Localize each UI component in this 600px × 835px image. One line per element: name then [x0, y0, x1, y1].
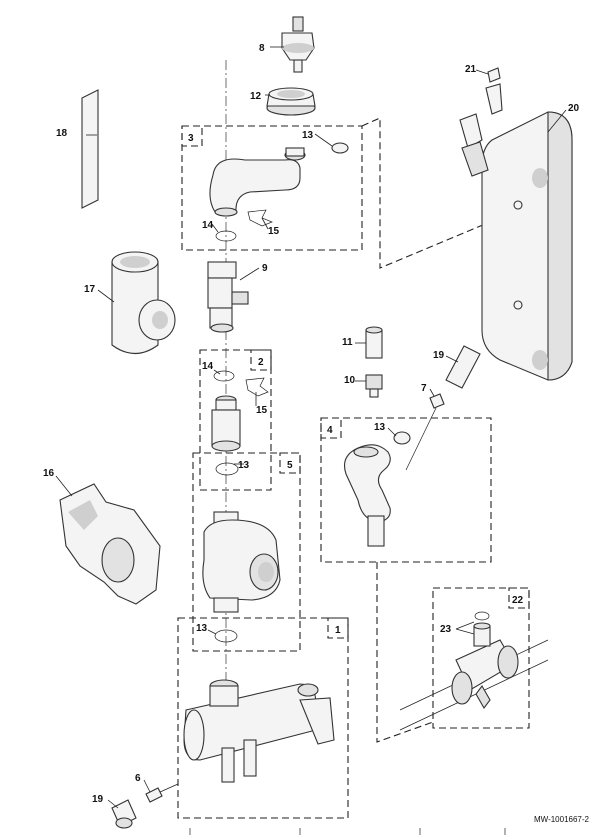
label-part-14-lower: 14	[202, 361, 214, 372]
part-12-valve-seat	[266, 87, 316, 116]
part-8-air-vent	[281, 16, 315, 73]
part-labels: 3 2 5 1 4 22 8 12 13 14 15 9 18 17 14 15…	[43, 43, 580, 805]
label-part-18: 18	[56, 128, 68, 139]
bottom-ruler-ticks	[189, 828, 506, 835]
label-part-13-group4: 13	[374, 422, 386, 433]
part-20-plate-heat-exchanger	[481, 111, 573, 381]
part-16-insulation-shell	[59, 483, 161, 605]
part-4-hydraulic-pipe	[343, 444, 391, 547]
clip-15-top	[247, 209, 273, 227]
label-group-22: 22	[512, 595, 524, 606]
label-part-21: 21	[465, 64, 477, 75]
label-part-10: 10	[344, 375, 356, 386]
label-part-13-lower: 13	[196, 623, 208, 634]
label-part-19-bottom: 19	[92, 794, 104, 805]
clip-15-lower	[245, 377, 269, 397]
label-part-12: 12	[250, 91, 262, 102]
part-23-filter	[473, 611, 491, 647]
part-19-sensor-sleeve	[445, 345, 481, 389]
part-17-housing	[111, 251, 176, 355]
label-part-15-top: 15	[268, 226, 280, 237]
label-part-13-top: 13	[302, 130, 314, 141]
seal-13-pump-top	[215, 462, 239, 476]
part-5-pump	[202, 511, 281, 613]
label-part-7: 7	[421, 383, 427, 394]
part-7-temperature-probe	[405, 393, 445, 471]
part-19-sensor-sleeve-bottom	[111, 799, 137, 829]
label-part-9: 9	[262, 263, 268, 274]
o-ring-14-top	[215, 230, 237, 242]
group-box-2	[199, 349, 272, 491]
drawing-reference: MW-1001667-2	[534, 815, 590, 824]
seal-13-group4	[393, 431, 411, 445]
part-10-sensor	[365, 374, 383, 398]
group-box-1	[177, 617, 349, 819]
label-group-4: 4	[327, 425, 333, 436]
label-group-3: 3	[188, 133, 194, 144]
label-part-19: 19	[433, 350, 445, 361]
label-group-2: 2	[258, 357, 264, 368]
leader-lines	[55, 46, 567, 809]
seal-13-top	[331, 142, 349, 154]
connector-line-4-22	[376, 562, 434, 743]
label-part-11: 11	[342, 337, 353, 348]
label-group-5: 5	[287, 460, 293, 471]
part-22-valve	[399, 639, 549, 731]
o-ring-14-lower	[213, 370, 235, 382]
label-part-23: 23	[440, 624, 452, 635]
group-box-4	[320, 417, 492, 563]
part-21-connector-nipple	[459, 67, 503, 177]
group-box-3	[181, 125, 363, 251]
label-part-16: 16	[43, 468, 55, 479]
label-part-14-top: 14	[202, 220, 214, 231]
group-box-5	[192, 452, 301, 652]
part-1-manifold	[183, 679, 335, 783]
label-part-13-pump: 13	[238, 460, 250, 471]
label-group-1: 1	[335, 625, 341, 636]
label-part-15-lower: 15	[256, 405, 268, 416]
label-part-20: 20	[568, 103, 580, 114]
connector-line-3-20	[361, 117, 491, 269]
part-3-elbow-pipe	[209, 147, 306, 217]
part-2-adapter	[211, 395, 241, 452]
part-6-sensor	[145, 783, 179, 803]
part-18-insulation-strip	[81, 89, 99, 209]
seal-13-pump-bottom	[214, 629, 238, 643]
part-9-connector	[207, 261, 249, 333]
group-box-22	[432, 587, 530, 729]
label-part-8: 8	[259, 43, 265, 54]
label-part-6: 6	[135, 773, 141, 784]
label-part-17: 17	[84, 284, 96, 295]
part-11-cap	[365, 326, 383, 359]
